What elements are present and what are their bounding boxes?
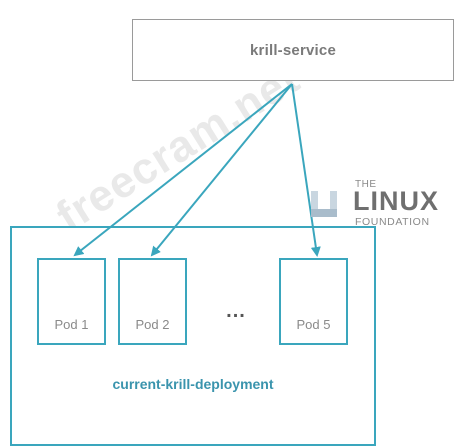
pods-ellipsis: ...	[226, 300, 246, 322]
pod-5-label: Pod 5	[296, 317, 331, 332]
pod-1-box: Pod 1	[37, 258, 106, 345]
pod-1-label: Pod 1	[54, 317, 89, 332]
logo-the-text: THE	[355, 179, 377, 190]
service-box: krill-service	[132, 19, 454, 81]
linux-foundation-mark-icon	[311, 191, 337, 217]
pod-2-box: Pod 2	[118, 258, 187, 345]
deployment-label: current-krill-deployment	[112, 376, 274, 392]
service-label: krill-service	[250, 41, 336, 59]
watermark-text: freecram.net	[48, 53, 309, 242]
logo-linux-text: LINUX	[353, 186, 439, 216]
pod-5-box: Pod 5	[279, 258, 348, 345]
linux-foundation-logo: THE LINUX FOUNDATION	[309, 179, 459, 231]
logo-foundation-text: FOUNDATION	[355, 216, 430, 228]
pod-2-label: Pod 2	[135, 317, 170, 332]
